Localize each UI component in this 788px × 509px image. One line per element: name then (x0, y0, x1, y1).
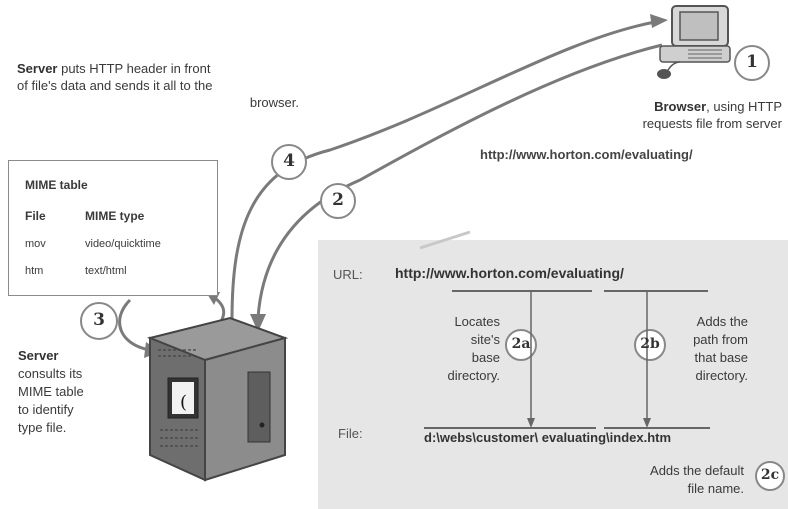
locates-note: Locates site's base directory. (420, 313, 501, 385)
step-3-circle (80, 302, 118, 340)
step-2c-circle (755, 461, 785, 491)
step-2a-label: 2a (511, 336, 531, 352)
locates-line: directory. (447, 368, 501, 383)
server-note-line1: puts HTTP header in front (57, 61, 211, 76)
step-2-label: 2 (332, 190, 344, 210)
url-mapping-panel (318, 240, 788, 509)
server-note-line3: browser. (249, 95, 299, 110)
server-consults-bold: Server (18, 348, 59, 363)
adds-path-note: Adds the path from that base directory. (668, 313, 748, 385)
step-1-label: 1 (746, 52, 758, 72)
mime-row-file: htm (25, 265, 44, 277)
server-consults-line: to identify (18, 402, 74, 417)
browser-note-bold: Browser (654, 99, 707, 114)
svg-text:(: ( (180, 392, 187, 413)
file-value: d:\webs\customer\ evaluating\index.htm (424, 430, 672, 445)
locates-line: site's (470, 332, 500, 347)
mime-row-type: text/html (85, 265, 127, 277)
computer-icon (657, 5, 731, 79)
url-value: http://www.horton.com/evaluating/ (395, 265, 624, 281)
arrow-2 (256, 43, 663, 319)
arrow-4 (230, 20, 656, 321)
connector-2a-head (527, 418, 535, 428)
adds-default-line: Adds the default (650, 463, 744, 478)
adds-default-line: file name. (687, 481, 744, 496)
step-2-circle (320, 183, 356, 219)
server-note-line2: of file's data and sends it all to the (17, 78, 213, 93)
locates-line: Locates (454, 314, 500, 329)
connector-2b-head (643, 418, 651, 428)
mime-col-file: File (25, 209, 46, 223)
mime-row-file: mov (25, 238, 46, 250)
step-1-circle (734, 45, 770, 81)
adds-path-line: path from (693, 332, 748, 347)
arrow-4-head (650, 14, 668, 28)
browser-note: Browser, using HTTP requests file from s… (560, 98, 782, 132)
server-consults-line: consults its (18, 366, 83, 381)
arrow-3-down (118, 298, 151, 352)
locates-line: base (471, 350, 500, 365)
mime-table-box: MIME table File MIME type mov video/quic… (8, 160, 218, 296)
step-2b-circle (634, 329, 666, 361)
mime-row-type: video/quicktime (85, 238, 161, 250)
browser-note-line2: requests file from server (642, 116, 782, 131)
server-sends-note: Server puts HTTP header in front of file… (17, 60, 299, 111)
adds-path-line: Adds the (696, 314, 748, 329)
server-consults-line: type file. (18, 420, 67, 435)
step-2b-label: 2b (640, 336, 660, 352)
mime-table-title: MIME table (25, 178, 88, 192)
server-tower-icon: ( (146, 316, 289, 482)
panel-pointer (419, 230, 471, 250)
step-4-label: 4 (283, 151, 295, 171)
adds-default-note: Adds the default file name. (618, 462, 744, 498)
server-consults-note: Server consults its MIME table to identi… (18, 347, 138, 437)
step-2a-circle (505, 329, 537, 361)
step-2c-label: 2c (760, 467, 780, 483)
file-label: File: (338, 426, 363, 441)
step-3-label: 3 (93, 310, 105, 330)
browser-note-line1: , using HTTP (706, 99, 782, 114)
adds-path-line: directory. (695, 368, 749, 383)
server-note-bold: Server (17, 61, 58, 76)
arrow-2-head (250, 314, 266, 332)
browser-url: http://www.horton.com/evaluating/ (480, 147, 693, 162)
server-consults-line: MIME table (18, 384, 84, 399)
step-4-circle (271, 144, 307, 180)
adds-path-line: that base (694, 350, 749, 365)
url-label: URL: (333, 267, 363, 282)
mime-col-type: MIME type (85, 209, 145, 223)
